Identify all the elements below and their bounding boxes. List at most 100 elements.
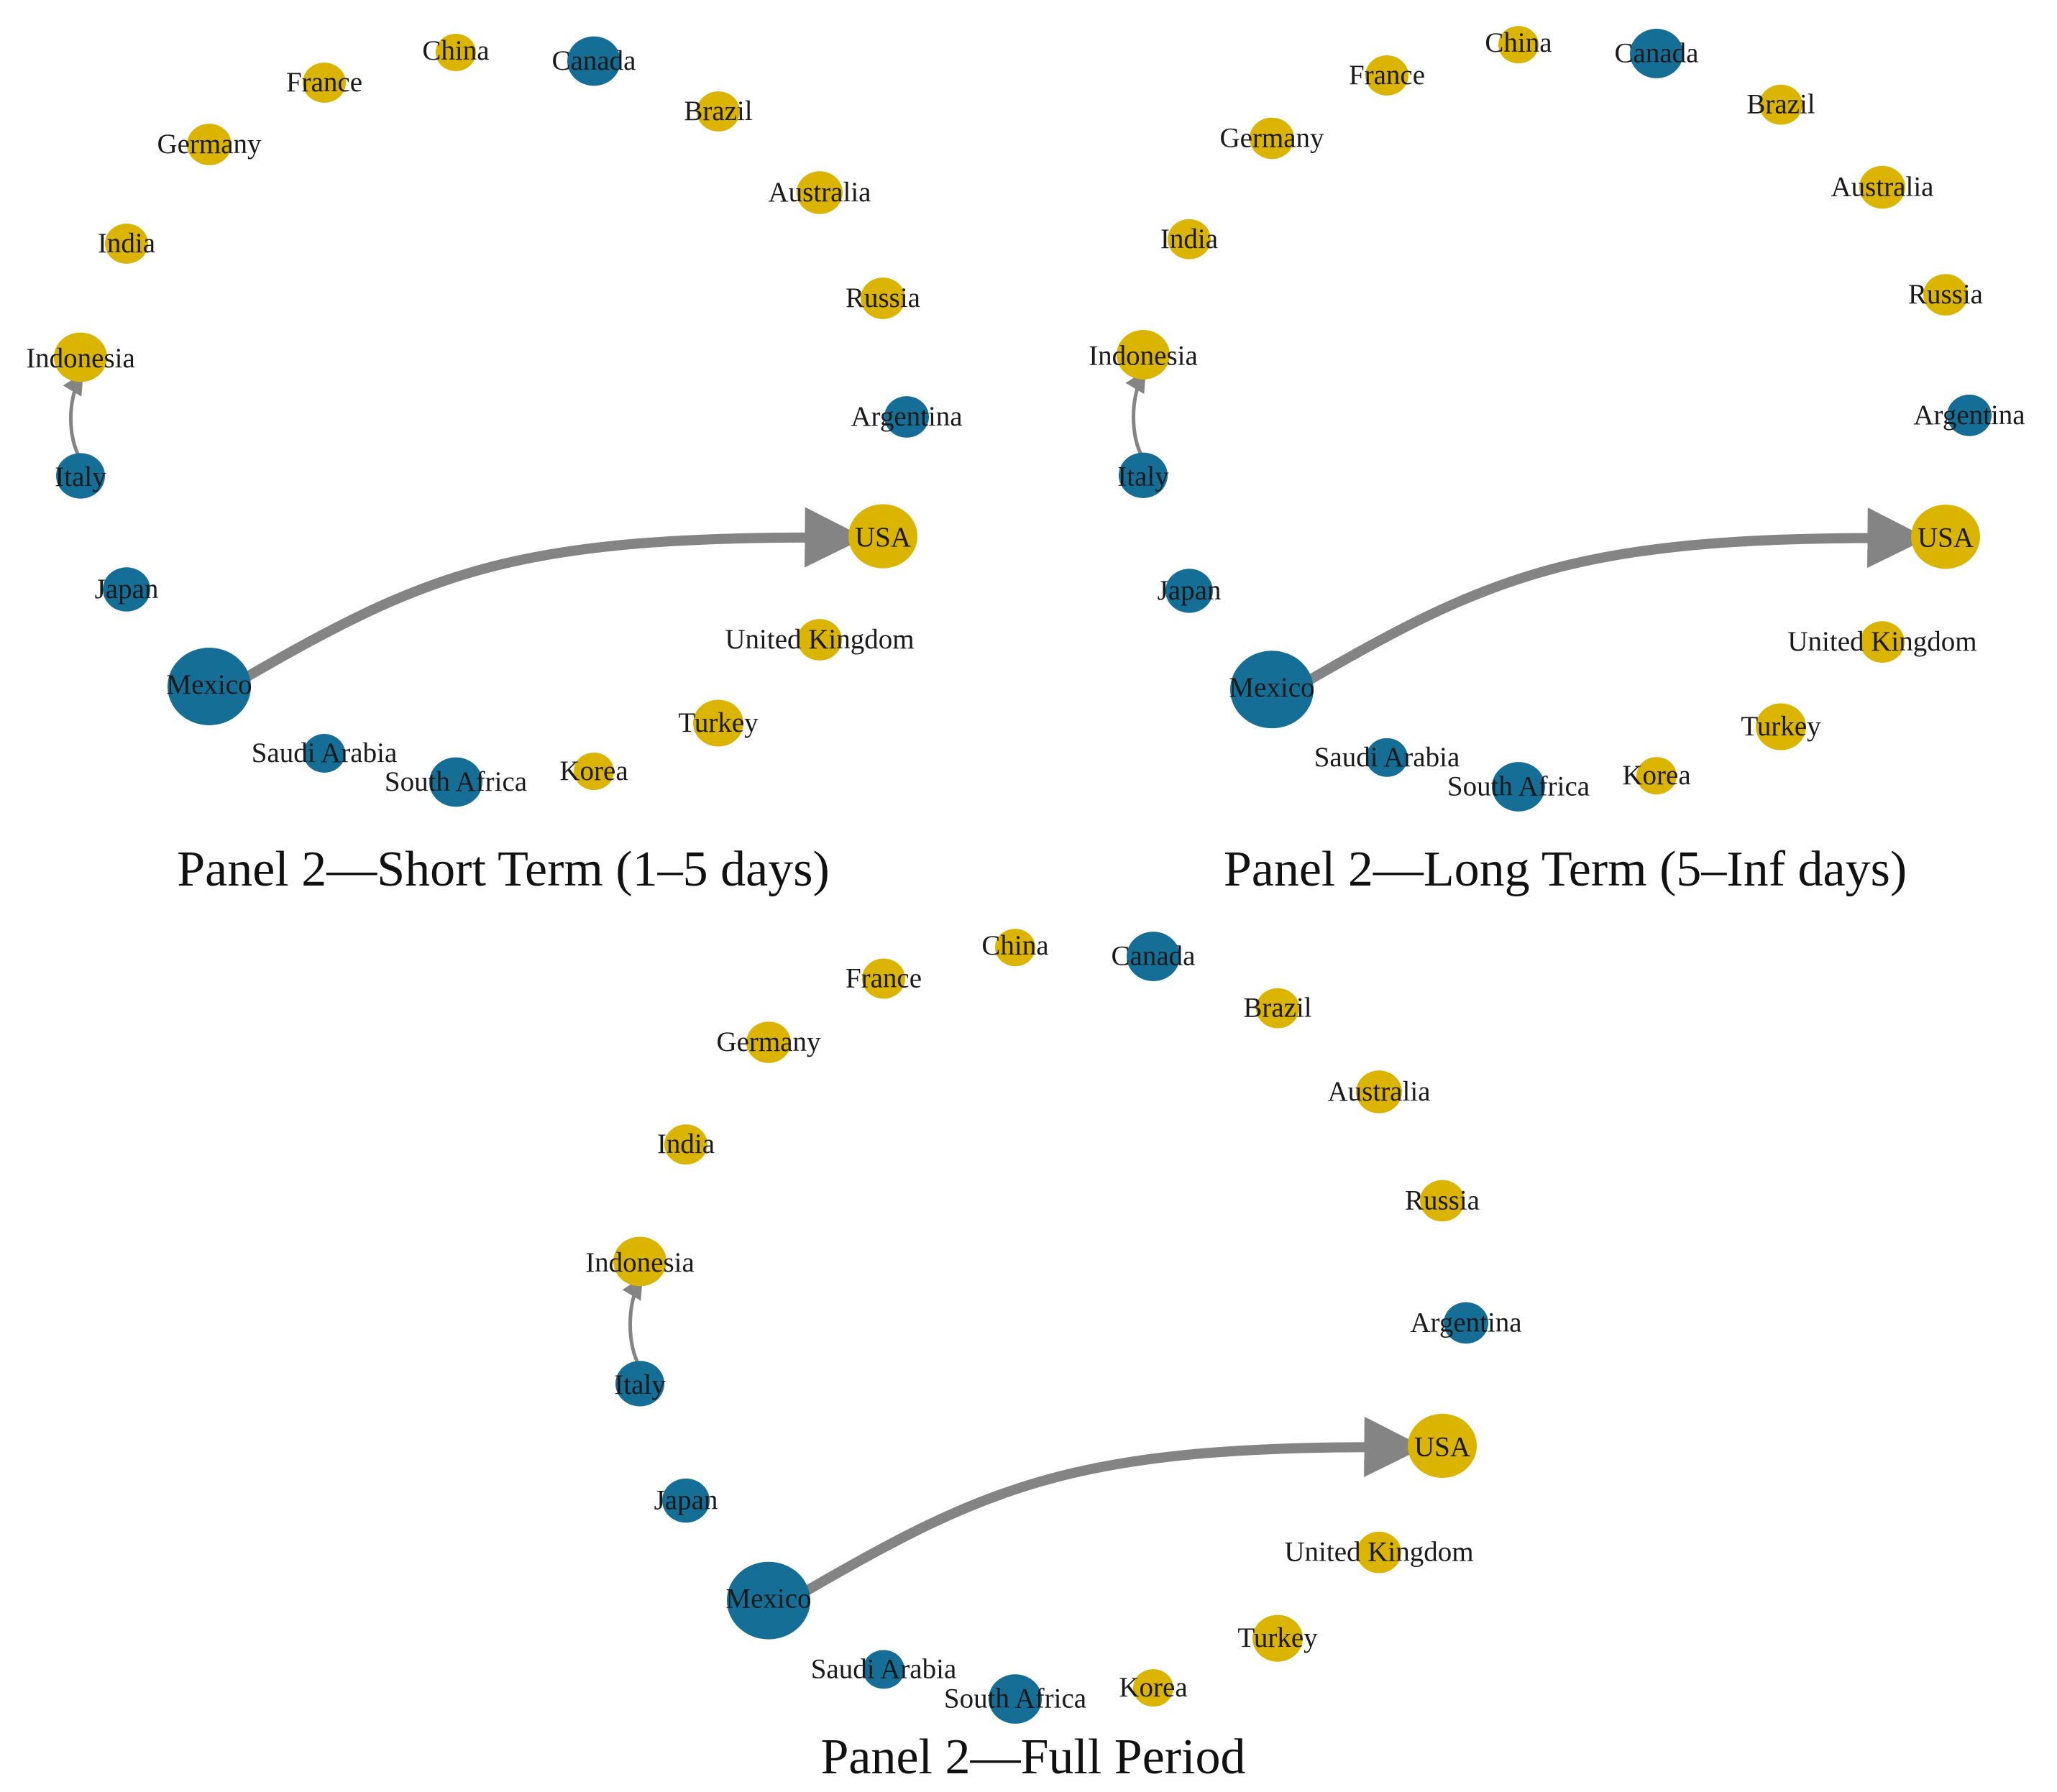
node-label-japan: Japan	[95, 574, 159, 605]
node-south-africa: South Africa	[944, 1674, 1086, 1724]
node-turkey: Turkey	[1741, 703, 1821, 750]
node-label-south-africa: South Africa	[944, 1683, 1086, 1714]
node-circle-australia	[1859, 165, 1905, 209]
node-label-united-kingdom: United Kingdom	[1787, 626, 1976, 657]
node-label-russia: Russia	[1405, 1185, 1480, 1216]
node-label-china: China	[981, 930, 1048, 961]
node-india: India	[1160, 219, 1218, 259]
node-korea: Korea	[559, 752, 628, 791]
node-circle-canada	[567, 36, 620, 86]
node-saudi-arabia: Saudi Arabia	[1314, 738, 1460, 777]
node-circle-united-kingdom	[1860, 621, 1905, 663]
panel-short-term: France China CanadaBrazilGermanyAustraliaI…	[26, 33, 963, 897]
node-label-italy: Italy	[55, 461, 106, 492]
node-label-indonesia: Indonesia	[26, 343, 135, 374]
node-usa: USA	[1408, 1413, 1477, 1479]
node-label-canada: Canada	[1615, 37, 1699, 68]
node-china: China	[1485, 26, 1552, 64]
node-indonesia: Indonesia	[585, 1236, 695, 1287]
node-circle-turkey	[1756, 703, 1806, 750]
edge-mexico-to-usa	[799, 1416, 1425, 1598]
edge-italy-to-indonesia	[63, 372, 83, 461]
node-label-russia: Russia	[846, 282, 920, 313]
node-argentina: Argentina	[1410, 1302, 1522, 1344]
node-label-france: France	[846, 962, 922, 993]
node-turkey: Turkey	[678, 699, 759, 747]
node-label-korea: Korea	[1119, 1672, 1187, 1703]
node-circle-france	[303, 63, 346, 103]
node-label-australia: Australia	[1328, 1076, 1431, 1107]
node-circle-italy	[1119, 452, 1168, 498]
node-label-germany: Germany	[1219, 122, 1324, 153]
node-label-australia: Australia	[1831, 172, 1934, 203]
node-russia: Russia	[1908, 274, 1983, 316]
node-circle-russia	[861, 277, 905, 319]
node-circle-argentina	[1947, 395, 1992, 436]
node-circle-mexico	[727, 1561, 810, 1640]
edge-italy-to-indonesia	[1125, 369, 1146, 460]
node-germany: Germany	[157, 124, 262, 165]
node-united-kingdom: United Kingdom	[725, 619, 915, 661]
node-label-argentina: Argentina	[1913, 400, 2025, 431]
node-usa: USA	[1911, 505, 1980, 569]
node-circle-china	[1498, 26, 1539, 64]
node-mexico: Mexico	[1229, 651, 1315, 729]
node-circle-canada	[1630, 29, 1683, 78]
node-china: China	[422, 33, 490, 72]
node-circle-brazil	[1759, 84, 1802, 125]
node-mexico: Mexico	[725, 1561, 812, 1640]
node-label-canada: Canada	[552, 45, 636, 76]
node-australia: Australia	[1328, 1070, 1431, 1113]
node-brazil: Brazil	[1243, 988, 1312, 1029]
node-circle-indonesia	[54, 332, 107, 382]
node-circle-south-africa	[989, 1674, 1042, 1724]
node-circle-germany	[1250, 117, 1294, 160]
node-label-turkey: Turkey	[1741, 711, 1821, 742]
node-label-australia: Australia	[769, 177, 871, 208]
node-usa: USA	[848, 504, 917, 569]
node-india: India	[657, 1124, 715, 1165]
node-canada: Canada	[1112, 932, 1195, 981]
node-label-korea: Korea	[559, 755, 628, 786]
node-brazil: Brazil	[684, 91, 753, 132]
panel-full-period-edges	[622, 1277, 1425, 1598]
node-germany: Germany	[1219, 117, 1324, 160]
node-circle-indonesia	[613, 1236, 666, 1287]
node-circle-russia	[1420, 1180, 1465, 1222]
node-label-turkey: Turkey	[678, 707, 759, 738]
node-label-japan: Japan	[654, 1485, 718, 1516]
node-korea: Korea	[1622, 757, 1691, 795]
node-label-france: France	[286, 67, 362, 98]
panel-short-term-nodes: France China CanadaBrazilGermanyAustraliaI…	[26, 33, 963, 807]
node-label-south-africa: South Africa	[385, 766, 527, 797]
node-label-france: France	[1349, 60, 1425, 91]
node-united-kingdom: United Kingdom	[1787, 621, 1977, 663]
node-france: France	[846, 958, 922, 999]
node-circle-argentina	[1444, 1302, 1488, 1344]
node-russia: Russia	[1405, 1180, 1480, 1222]
node-label-saudi-arabia: Saudi Arabia	[811, 1653, 957, 1684]
node-south-africa: South Africa	[385, 757, 527, 807]
node-label-korea: Korea	[1622, 760, 1690, 791]
node-circle-south-africa	[1492, 762, 1545, 812]
node-circle-canada	[1127, 932, 1180, 981]
edge-italy-to-indonesia	[622, 1277, 643, 1369]
node-circle-japan	[662, 1478, 710, 1523]
node-label-russia: Russia	[1908, 279, 1983, 310]
node-mexico: Mexico	[166, 648, 252, 725]
node-saudi-arabia: Saudi Arabia	[252, 734, 397, 773]
node-circle-china	[995, 929, 1035, 967]
node-circle-united-kingdom	[797, 619, 842, 661]
node-circle-turkey	[1252, 1614, 1303, 1662]
node-circle-germany	[187, 124, 232, 165]
node-label-brazil: Brazil	[684, 96, 752, 127]
node-circle-united-kingdom	[1357, 1531, 1401, 1573]
node-united-kingdom: United Kingdom	[1284, 1531, 1474, 1573]
node-circle-japan	[1165, 569, 1213, 613]
node-circle-usa	[1911, 505, 1980, 569]
node-circle-indonesia	[1117, 330, 1170, 380]
